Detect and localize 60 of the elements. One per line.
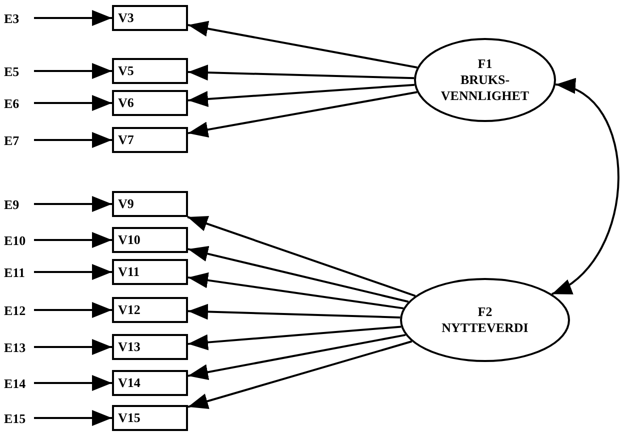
error-label: E5	[4, 61, 34, 81]
variable-box	[112, 227, 188, 253]
variable-label: V14	[118, 374, 140, 392]
variable-box	[112, 259, 188, 285]
error-label: E15	[4, 408, 34, 428]
variable-box	[112, 334, 188, 360]
variable-box	[112, 127, 188, 153]
arrow	[188, 334, 406, 380]
variable-box	[112, 90, 188, 116]
arrow	[34, 232, 112, 248]
arrow	[551, 81, 620, 295]
arrow	[34, 339, 112, 355]
variable-box	[112, 297, 188, 323]
arrow	[34, 63, 112, 79]
variable-box	[112, 191, 188, 217]
arrow	[34, 95, 112, 111]
arrow	[34, 196, 112, 212]
arrow	[188, 246, 409, 303]
error-label: E14	[4, 373, 34, 393]
error-label: E3	[4, 8, 34, 28]
error-label: E7	[4, 130, 34, 150]
variable-label: V9	[118, 195, 134, 214]
arrow	[187, 216, 416, 297]
arrow	[188, 340, 412, 409]
arrow	[188, 64, 414, 81]
arrow	[188, 326, 402, 350]
error-label: E11	[4, 262, 34, 282]
variable-label: V6	[118, 94, 134, 112]
variable-label: V13	[118, 338, 140, 356]
variable-box	[112, 58, 188, 84]
arrow	[34, 10, 112, 26]
variable-box	[112, 5, 188, 31]
error-label: E6	[4, 93, 34, 113]
variable-box	[112, 405, 188, 431]
variable-label: V5	[118, 62, 134, 80]
variable-label: V11	[118, 263, 140, 282]
arrow	[34, 302, 112, 318]
variable-label: V15	[118, 409, 140, 428]
variable-label: V10	[118, 231, 140, 250]
variable-label: V7	[118, 131, 134, 150]
arrow	[34, 375, 112, 391]
error-label: E12	[4, 300, 34, 320]
variable-label: V12	[118, 301, 140, 320]
factor-label: BRUKS- VENNLIGHET	[440, 72, 530, 104]
variable-box	[112, 370, 188, 396]
arrow	[34, 264, 112, 280]
arrow	[188, 84, 415, 107]
factor-label: F2	[476, 304, 494, 320]
error-label: E10	[4, 230, 34, 250]
arrow	[188, 272, 404, 310]
arrow	[188, 20, 418, 68]
arrow	[34, 132, 112, 148]
factor-label: F1	[476, 56, 494, 72]
error-label: E9	[4, 194, 34, 214]
error-label: E13	[4, 337, 34, 357]
factor-label: NYTTEVERDI	[440, 320, 530, 336]
arrow	[188, 91, 418, 138]
arrow	[34, 410, 112, 426]
arrow	[188, 304, 400, 320]
variable-label: V3	[118, 9, 134, 28]
